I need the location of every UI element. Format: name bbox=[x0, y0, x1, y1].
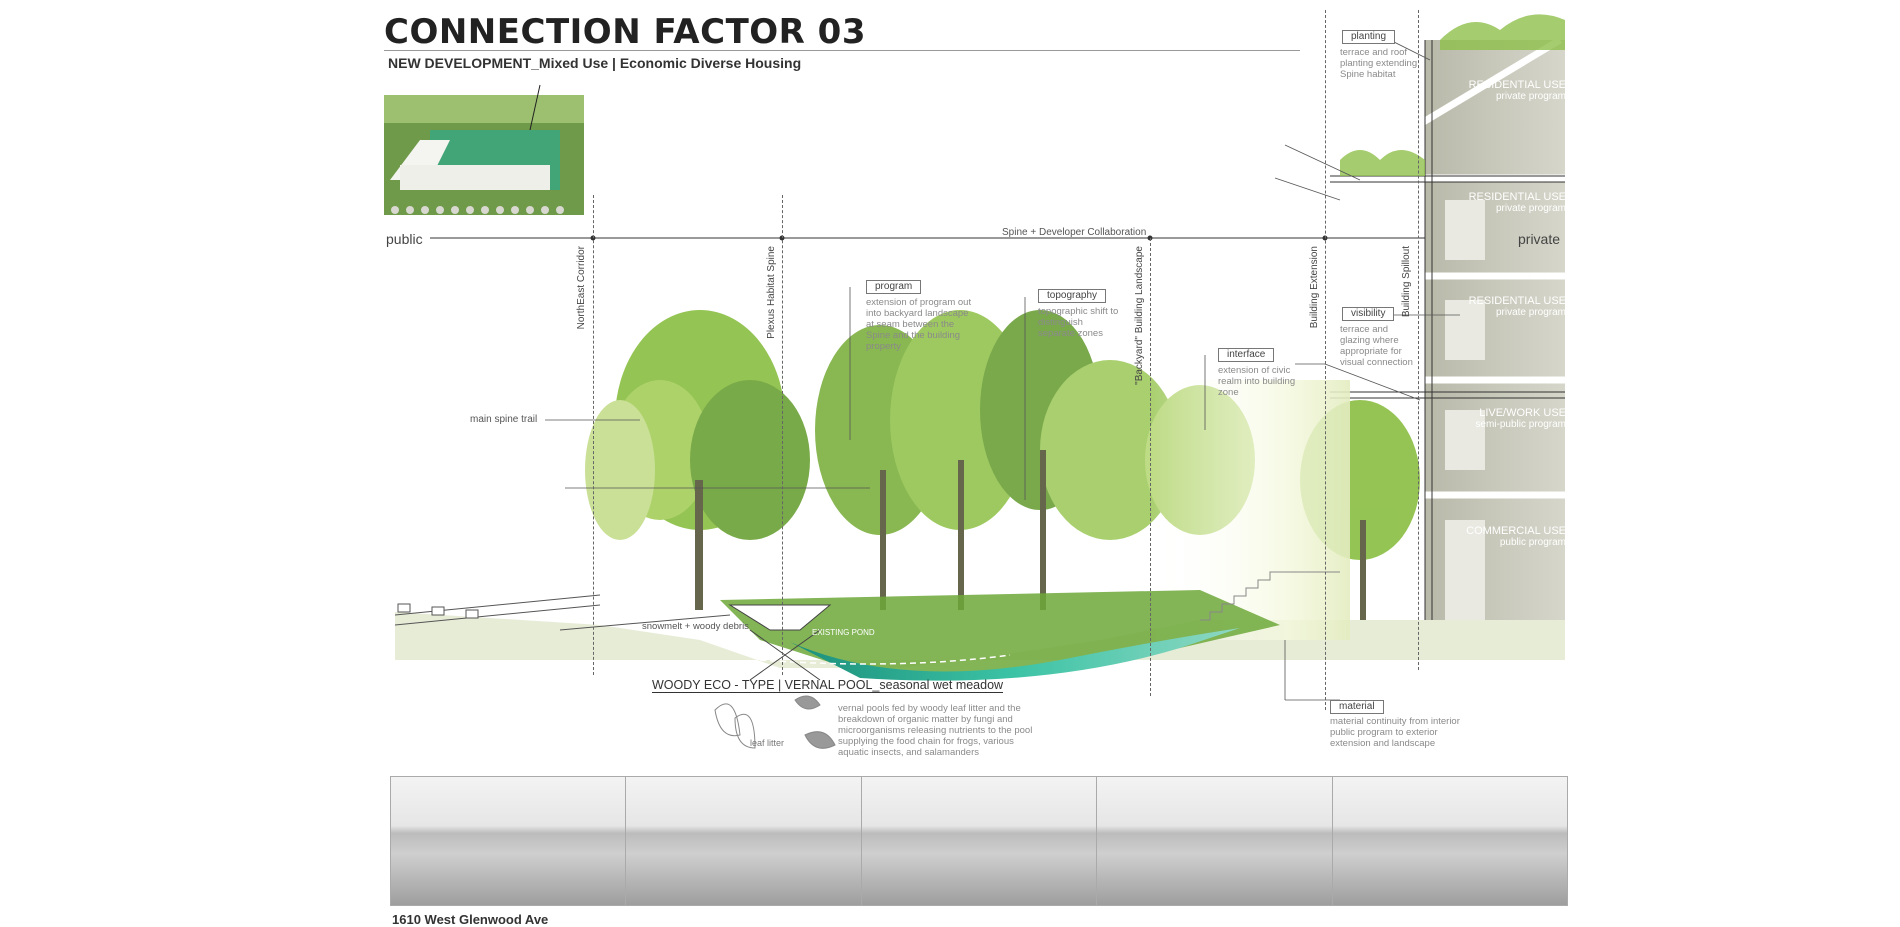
leaf-litter-icon bbox=[714, 695, 836, 749]
interface-tag: interface bbox=[1218, 348, 1275, 362]
use-program: private program bbox=[1495, 203, 1566, 214]
page-subtitle: NEW DEVELOPMENT_Mixed Use | Economic Div… bbox=[388, 55, 802, 71]
zone-backyard-landscape: "Backyard" Building Landscape bbox=[1134, 246, 1145, 385]
snowmelt-label: snowmelt + woody debris bbox=[642, 621, 749, 632]
use-name: RESIDENTIAL USE bbox=[1468, 79, 1566, 91]
use-name: LIVE/WORK USE bbox=[1479, 407, 1566, 419]
program-note: extension of program out into backyard l… bbox=[866, 297, 972, 352]
material-tag: material bbox=[1330, 700, 1384, 714]
use-name: RESIDENTIAL USE bbox=[1468, 191, 1566, 203]
material-note: material continuity from interior public… bbox=[1330, 716, 1460, 749]
existing-pond-label: EXISTING POND bbox=[812, 628, 875, 637]
title-rule bbox=[384, 50, 1300, 51]
public-label: public bbox=[386, 231, 423, 247]
program-tag: program bbox=[866, 280, 922, 294]
visibility-tag: visibility bbox=[1342, 307, 1395, 321]
tree-canopy bbox=[585, 310, 1420, 620]
leaf-litter-label: leaf litter bbox=[750, 738, 785, 748]
zone-line-plexus bbox=[782, 195, 783, 675]
zone-line-backyard bbox=[1150, 238, 1151, 696]
site-photo bbox=[391, 777, 627, 905]
zone-building-spillout: Building Spillout bbox=[1401, 246, 1412, 318]
private-label: private bbox=[1518, 231, 1561, 247]
eco-type-note: vernal pools fed by woody leaf litter an… bbox=[838, 703, 1033, 758]
zone-northeast-corridor: NorthEast Corridor bbox=[576, 246, 587, 330]
page-title: CONNECTION FACTOR 03 bbox=[384, 12, 866, 52]
site-address: 1610 West Glenwood Ave bbox=[392, 912, 549, 927]
topography-note: topographic shift to distinguish separat… bbox=[1038, 306, 1119, 339]
main-spine-trail-label: main spine trail bbox=[470, 414, 538, 425]
site-plan-thumbnail bbox=[384, 84, 584, 215]
zone-line-spillout bbox=[1418, 10, 1419, 670]
planting-note: terrace and roof planting extending Spin… bbox=[1340, 47, 1418, 80]
zone-plexus-habitat-spine: Plexus Habitat Spine bbox=[766, 246, 777, 339]
zone-line-extension bbox=[1325, 10, 1326, 710]
site-photo bbox=[1332, 777, 1568, 905]
use-program: public program bbox=[1499, 537, 1566, 548]
zone-line-northeast bbox=[593, 195, 594, 675]
site-photo bbox=[861, 777, 1098, 905]
planting-tag: planting bbox=[1342, 30, 1396, 44]
topography-tag: topography bbox=[1038, 289, 1107, 303]
eco-type-title: WOODY ECO - TYPE | VERNAL POOL_seasonal … bbox=[652, 678, 1004, 693]
collaboration-label: Spine + Developer Collaboration bbox=[1002, 227, 1147, 238]
building-section bbox=[1328, 14, 1565, 655]
interface-note: extension of civic realm into building z… bbox=[1218, 365, 1296, 398]
use-program: private program bbox=[1495, 307, 1566, 318]
site-photo bbox=[626, 777, 862, 905]
use-program: private program bbox=[1495, 91, 1566, 102]
use-program: semi-public program bbox=[1475, 419, 1566, 430]
site-photo bbox=[1097, 777, 1333, 905]
zone-building-extension: Building Extension bbox=[1309, 246, 1320, 329]
use-name: COMMERCIAL USE bbox=[1466, 525, 1566, 537]
site-photo-strip bbox=[390, 776, 1568, 906]
use-name: RESIDENTIAL USE bbox=[1468, 295, 1566, 307]
visibility-note: terrace and glazing where appropriate fo… bbox=[1340, 324, 1413, 368]
